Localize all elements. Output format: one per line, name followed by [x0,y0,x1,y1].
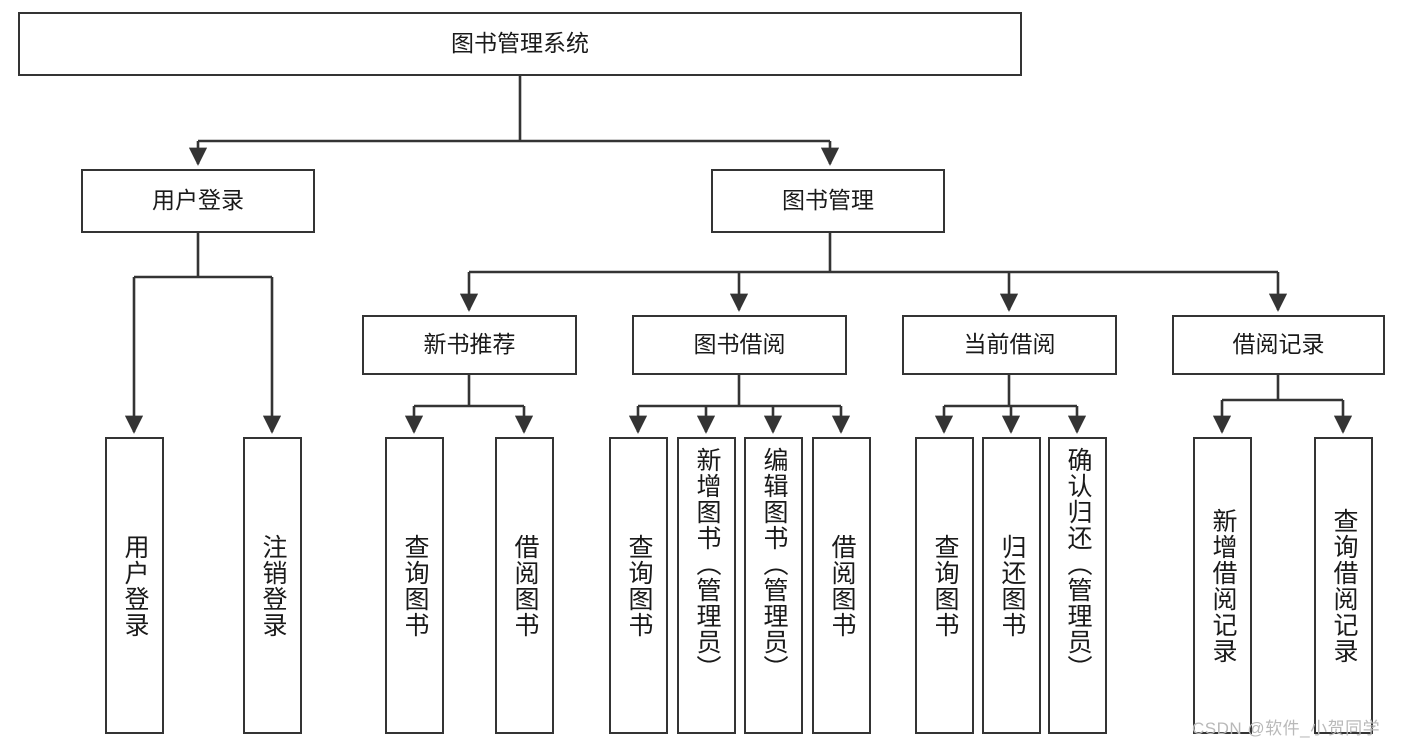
node-leaf-return-book-label: 归还图书 [998,533,1026,638]
node-user-login-label: 用户登录 [152,187,244,214]
node-book-borrow-label: 图书借阅 [693,331,786,358]
node-root[interactable]: 图书管理系统 [18,12,1022,76]
csdn-watermark: CSDN @软件_小贺同学 [1192,719,1381,738]
node-book-borrow[interactable]: 图书借阅 [632,315,847,375]
node-leaf-user-login-label: 用户登录 [121,533,149,638]
node-root-label: 图书管理系统 [451,30,589,57]
node-current-borrow-label: 当前借阅 [963,331,1056,358]
node-leaf-confirm-return-label: 确认归还（管理员） [1064,447,1092,681]
node-leaf-borrow-book-2[interactable]: 借阅图书 [812,437,871,734]
node-leaf-return-book[interactable]: 归还图书 [982,437,1041,734]
node-leaf-borrow-book-1[interactable]: 借阅图书 [495,437,554,734]
node-leaf-confirm-return[interactable]: 确认归还（管理员） [1048,437,1107,734]
node-leaf-user-login[interactable]: 用户登录 [105,437,164,734]
node-leaf-add-record-label: 新增借阅记录 [1209,507,1237,664]
node-new-book-recommend[interactable]: 新书推荐 [362,315,577,375]
node-leaf-query-book-1[interactable]: 查询图书 [385,437,444,734]
node-book-manage[interactable]: 图书管理 [711,169,945,233]
node-borrow-record-label: 借阅记录 [1232,331,1325,358]
node-leaf-edit-book[interactable]: 编辑图书（管理员） [744,437,803,734]
node-user-login[interactable]: 用户登录 [81,169,315,233]
node-leaf-add-book[interactable]: 新增图书（管理员） [677,437,736,734]
node-leaf-logout-login-label: 注销登录 [259,533,287,638]
node-book-manage-label: 图书管理 [782,187,874,214]
node-leaf-query-book-1-label: 查询图书 [401,533,429,638]
node-leaf-borrow-book-2-label: 借阅图书 [828,533,856,638]
node-leaf-query-record[interactable]: 查询借阅记录 [1314,437,1373,734]
node-leaf-query-book-2-label: 查询图书 [625,533,653,638]
node-borrow-record[interactable]: 借阅记录 [1172,315,1385,375]
node-leaf-query-book-2[interactable]: 查询图书 [609,437,668,734]
node-leaf-borrow-book-1-label: 借阅图书 [511,533,539,638]
node-leaf-add-record[interactable]: 新增借阅记录 [1193,437,1252,734]
node-new-book-recommend-label: 新书推荐 [423,331,516,358]
node-leaf-add-book-label: 新增图书（管理员） [693,447,721,681]
node-leaf-query-record-label: 查询借阅记录 [1330,507,1358,664]
node-leaf-query-book-3[interactable]: 查询图书 [915,437,974,734]
node-leaf-query-book-3-label: 查询图书 [931,533,959,638]
node-current-borrow[interactable]: 当前借阅 [902,315,1117,375]
node-leaf-edit-book-label: 编辑图书（管理员） [760,447,788,681]
node-leaf-logout-login[interactable]: 注销登录 [243,437,302,734]
